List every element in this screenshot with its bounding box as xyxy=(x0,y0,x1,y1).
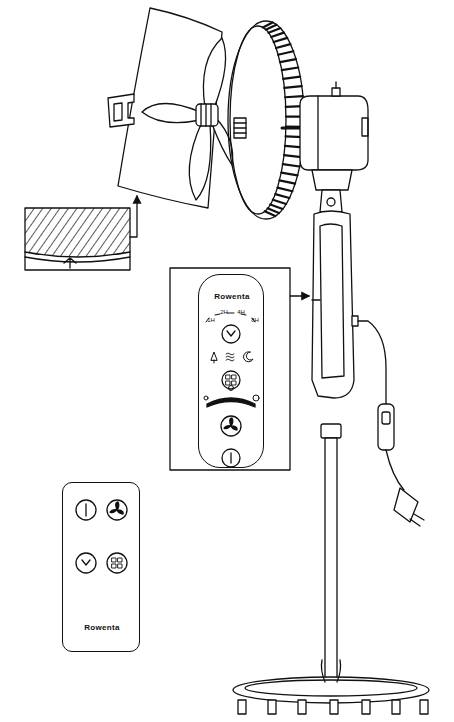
grille-rib xyxy=(275,194,289,198)
remote-control: Rowenta xyxy=(62,482,140,652)
base-foot xyxy=(392,700,400,714)
rear-grille-outer xyxy=(228,21,304,219)
panel-buttons xyxy=(204,313,259,467)
grille-rib xyxy=(283,77,300,79)
grille-rib xyxy=(273,200,286,204)
rear-grille-ribs xyxy=(263,23,304,217)
brand-logo: Rowenta xyxy=(84,624,119,632)
grille-clip-slot xyxy=(114,103,122,121)
leader-line xyxy=(290,295,309,296)
grille-rib xyxy=(279,180,295,183)
power-cord xyxy=(358,321,424,526)
brand-logo: Rowenta xyxy=(214,293,249,301)
fan-blade xyxy=(142,38,233,200)
grille-rib xyxy=(274,38,288,42)
blade-nut xyxy=(234,118,246,138)
grille-rib xyxy=(278,51,293,54)
grille-rib xyxy=(280,59,296,62)
stand xyxy=(233,424,429,703)
zoom-box xyxy=(170,268,290,470)
front-grille xyxy=(118,8,222,208)
grille-rib xyxy=(284,155,301,157)
grille-rib xyxy=(285,96,303,97)
grille-rib xyxy=(268,28,280,33)
grille-rib xyxy=(283,164,300,166)
base-foot xyxy=(298,700,306,714)
grille-rib xyxy=(270,204,282,208)
base-foot xyxy=(362,700,370,714)
grille-rib xyxy=(266,25,277,30)
control-panel: Rowenta 1H 2H 4H 8H xyxy=(198,274,264,468)
remote-buttons xyxy=(76,500,127,573)
grille-rib xyxy=(284,86,301,88)
base-foot xyxy=(330,700,338,714)
grille-clip xyxy=(108,94,134,127)
timer-label: 8H xyxy=(251,317,259,323)
grille-rib xyxy=(276,44,290,48)
base-foot xyxy=(238,700,246,714)
motor-housing xyxy=(282,82,368,190)
timer-label: 2H xyxy=(220,309,228,315)
base-feet xyxy=(238,700,428,714)
base-foot xyxy=(420,700,428,714)
timer-label: 1H xyxy=(207,317,215,323)
grille-rib xyxy=(271,33,284,37)
grille-rib xyxy=(277,188,292,192)
base-foot xyxy=(268,700,276,714)
timer-label: 4H xyxy=(237,309,245,315)
grille-rib xyxy=(265,211,275,216)
grille-rib xyxy=(282,68,298,71)
fan-body xyxy=(312,190,358,398)
grille-detail-inset xyxy=(25,196,137,270)
grille-rib xyxy=(281,173,297,176)
